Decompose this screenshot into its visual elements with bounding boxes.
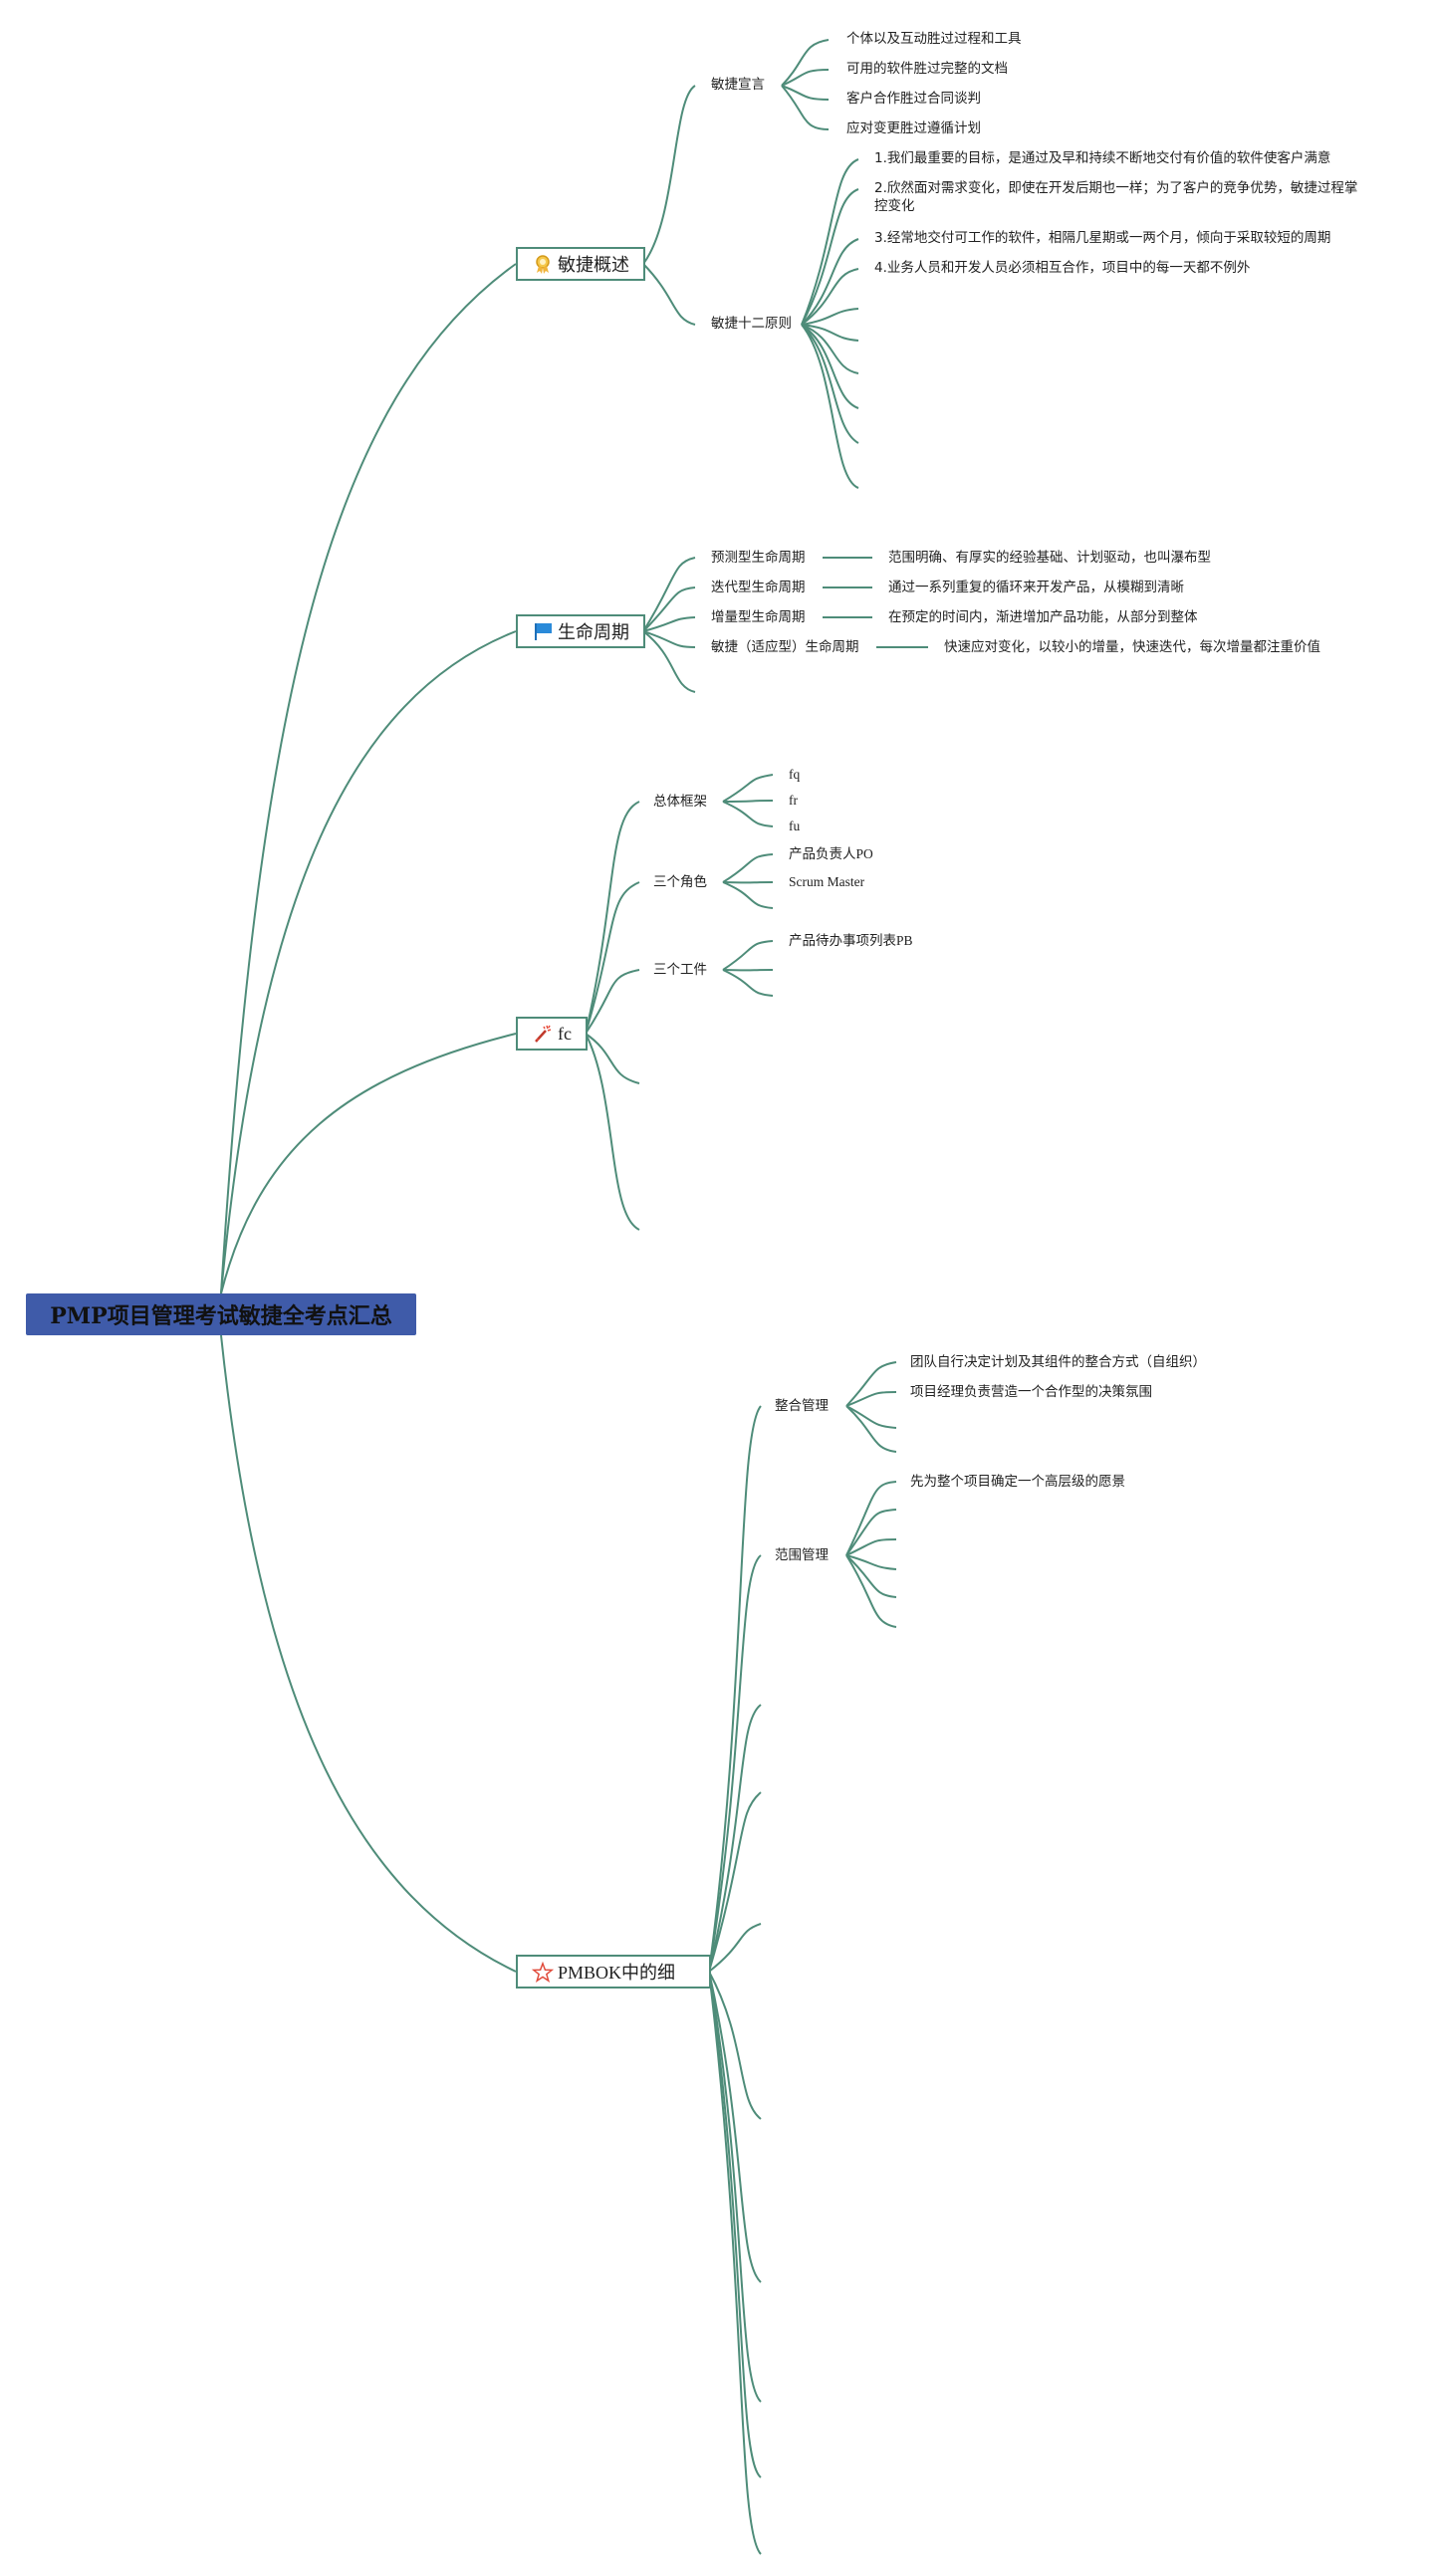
link-root-branch1 bbox=[220, 263, 517, 1294]
branch-lifecycle[interactable]: 生命周期 bbox=[516, 614, 645, 648]
incremental-lifecycle-desc[interactable]: 在预定的时间内，渐进增加产品功能，从部分到整体 bbox=[888, 609, 1198, 625]
manifesto-item-1[interactable]: 个体以及互动胜过过程和工具 bbox=[846, 31, 1022, 47]
blue-flag-icon bbox=[532, 620, 554, 642]
scope-management[interactable]: 范围管理 bbox=[775, 1547, 829, 1563]
branch-fc-label: fc bbox=[558, 1023, 572, 1044]
agile-lifecycle-desc[interactable]: 快速应对变化，以较小的增量，快速迭代，每次增量都注重价值 bbox=[944, 639, 1320, 655]
link-root-branch3 bbox=[220, 1033, 517, 1294]
framework-item-fq[interactable]: fq bbox=[789, 767, 801, 782]
branch-agile-overview[interactable]: 敏捷概述 bbox=[516, 247, 645, 281]
link-root-branch4 bbox=[220, 1334, 517, 1973]
principle-item-2[interactable]: 2.欣然面对需求变化，即使在开发后期也一样；为了客户的竞争优势，敏捷过程掌控变化 bbox=[874, 180, 1358, 214]
principle-item-1[interactable]: 1.我们最重要的目标，是通过及早和持续不断地交付有价值的软件使客户满意 bbox=[874, 150, 1331, 166]
predictive-lifecycle[interactable]: 预测型生命周期 bbox=[711, 550, 806, 566]
three-artifacts[interactable]: 三个工件 bbox=[653, 962, 707, 978]
role-product-owner[interactable]: 产品负责人PO bbox=[789, 846, 873, 861]
agile-manifesto[interactable]: 敏捷宣言 bbox=[711, 77, 765, 93]
framework-item-fu[interactable]: fu bbox=[789, 819, 801, 833]
branch-lifecycle-label: 生命周期 bbox=[558, 622, 629, 643]
iterative-lifecycle[interactable]: 迭代型生命周期 bbox=[711, 580, 806, 595]
branch-fc[interactable]: fc bbox=[516, 1017, 588, 1051]
link-root-branch2 bbox=[220, 630, 517, 1294]
predictive-lifecycle-desc[interactable]: 范围明确、有厚实的经验基础、计划驱动，也叫瀑布型 bbox=[888, 550, 1211, 566]
principle-item-4[interactable]: 4.业务人员和开发人员必须相互合作，项目中的每一天都不例外 bbox=[874, 260, 1251, 276]
branch-pmbok-label: PMBOK中的细 bbox=[558, 1963, 676, 1983]
manifesto-item-3[interactable]: 客户合作胜过合同谈判 bbox=[846, 91, 981, 107]
three-roles[interactable]: 三个角色 bbox=[653, 874, 707, 890]
manifesto-item-4[interactable]: 应对变更胜过遵循计划 bbox=[846, 120, 981, 136]
branch-pmbok[interactable]: PMBOK中的细 bbox=[516, 1955, 711, 1989]
magic-wand-icon bbox=[532, 1023, 554, 1045]
agile-twelve-principles[interactable]: 敏捷十二原则 bbox=[711, 316, 792, 332]
integration-item-1[interactable]: 团队自行决定计划及其组件的整合方式（自组织） bbox=[910, 1354, 1206, 1370]
framework-item-fr[interactable]: fr bbox=[789, 793, 798, 808]
integration-item-2[interactable]: 项目经理负责营造一个合作型的决策氛围 bbox=[910, 1384, 1152, 1400]
root-topic[interactable]: PMP项目管理考试敏捷全考点汇总 bbox=[26, 1293, 416, 1335]
red-star-icon bbox=[532, 1961, 554, 1983]
award-ribbon-icon bbox=[532, 253, 554, 275]
role-scrum-master[interactable]: Scrum Master bbox=[789, 874, 865, 889]
manifesto-item-2[interactable]: 可用的软件胜过完整的文档 bbox=[846, 61, 1008, 77]
scope-item-1[interactable]: 先为整个项目确定一个高层级的愿景 bbox=[910, 1474, 1125, 1490]
incremental-lifecycle[interactable]: 增量型生命周期 bbox=[711, 609, 806, 625]
branch-agile-overview-label: 敏捷概述 bbox=[558, 255, 629, 276]
principle-item-3[interactable]: 3.经常地交付可工作的软件，相隔几星期或一两个月，倾向于采取较短的周期 bbox=[874, 230, 1331, 246]
overall-framework[interactable]: 总体框架 bbox=[653, 794, 707, 810]
iterative-lifecycle-desc[interactable]: 通过一系列重复的循环来开发产品，从模糊到清晰 bbox=[888, 580, 1184, 595]
integration-management[interactable]: 整合管理 bbox=[775, 1398, 829, 1414]
artifact-product-backlog[interactable]: 产品待办事项列表PB bbox=[789, 933, 913, 948]
agile-lifecycle[interactable]: 敏捷（适应型）生命周期 bbox=[711, 639, 859, 655]
